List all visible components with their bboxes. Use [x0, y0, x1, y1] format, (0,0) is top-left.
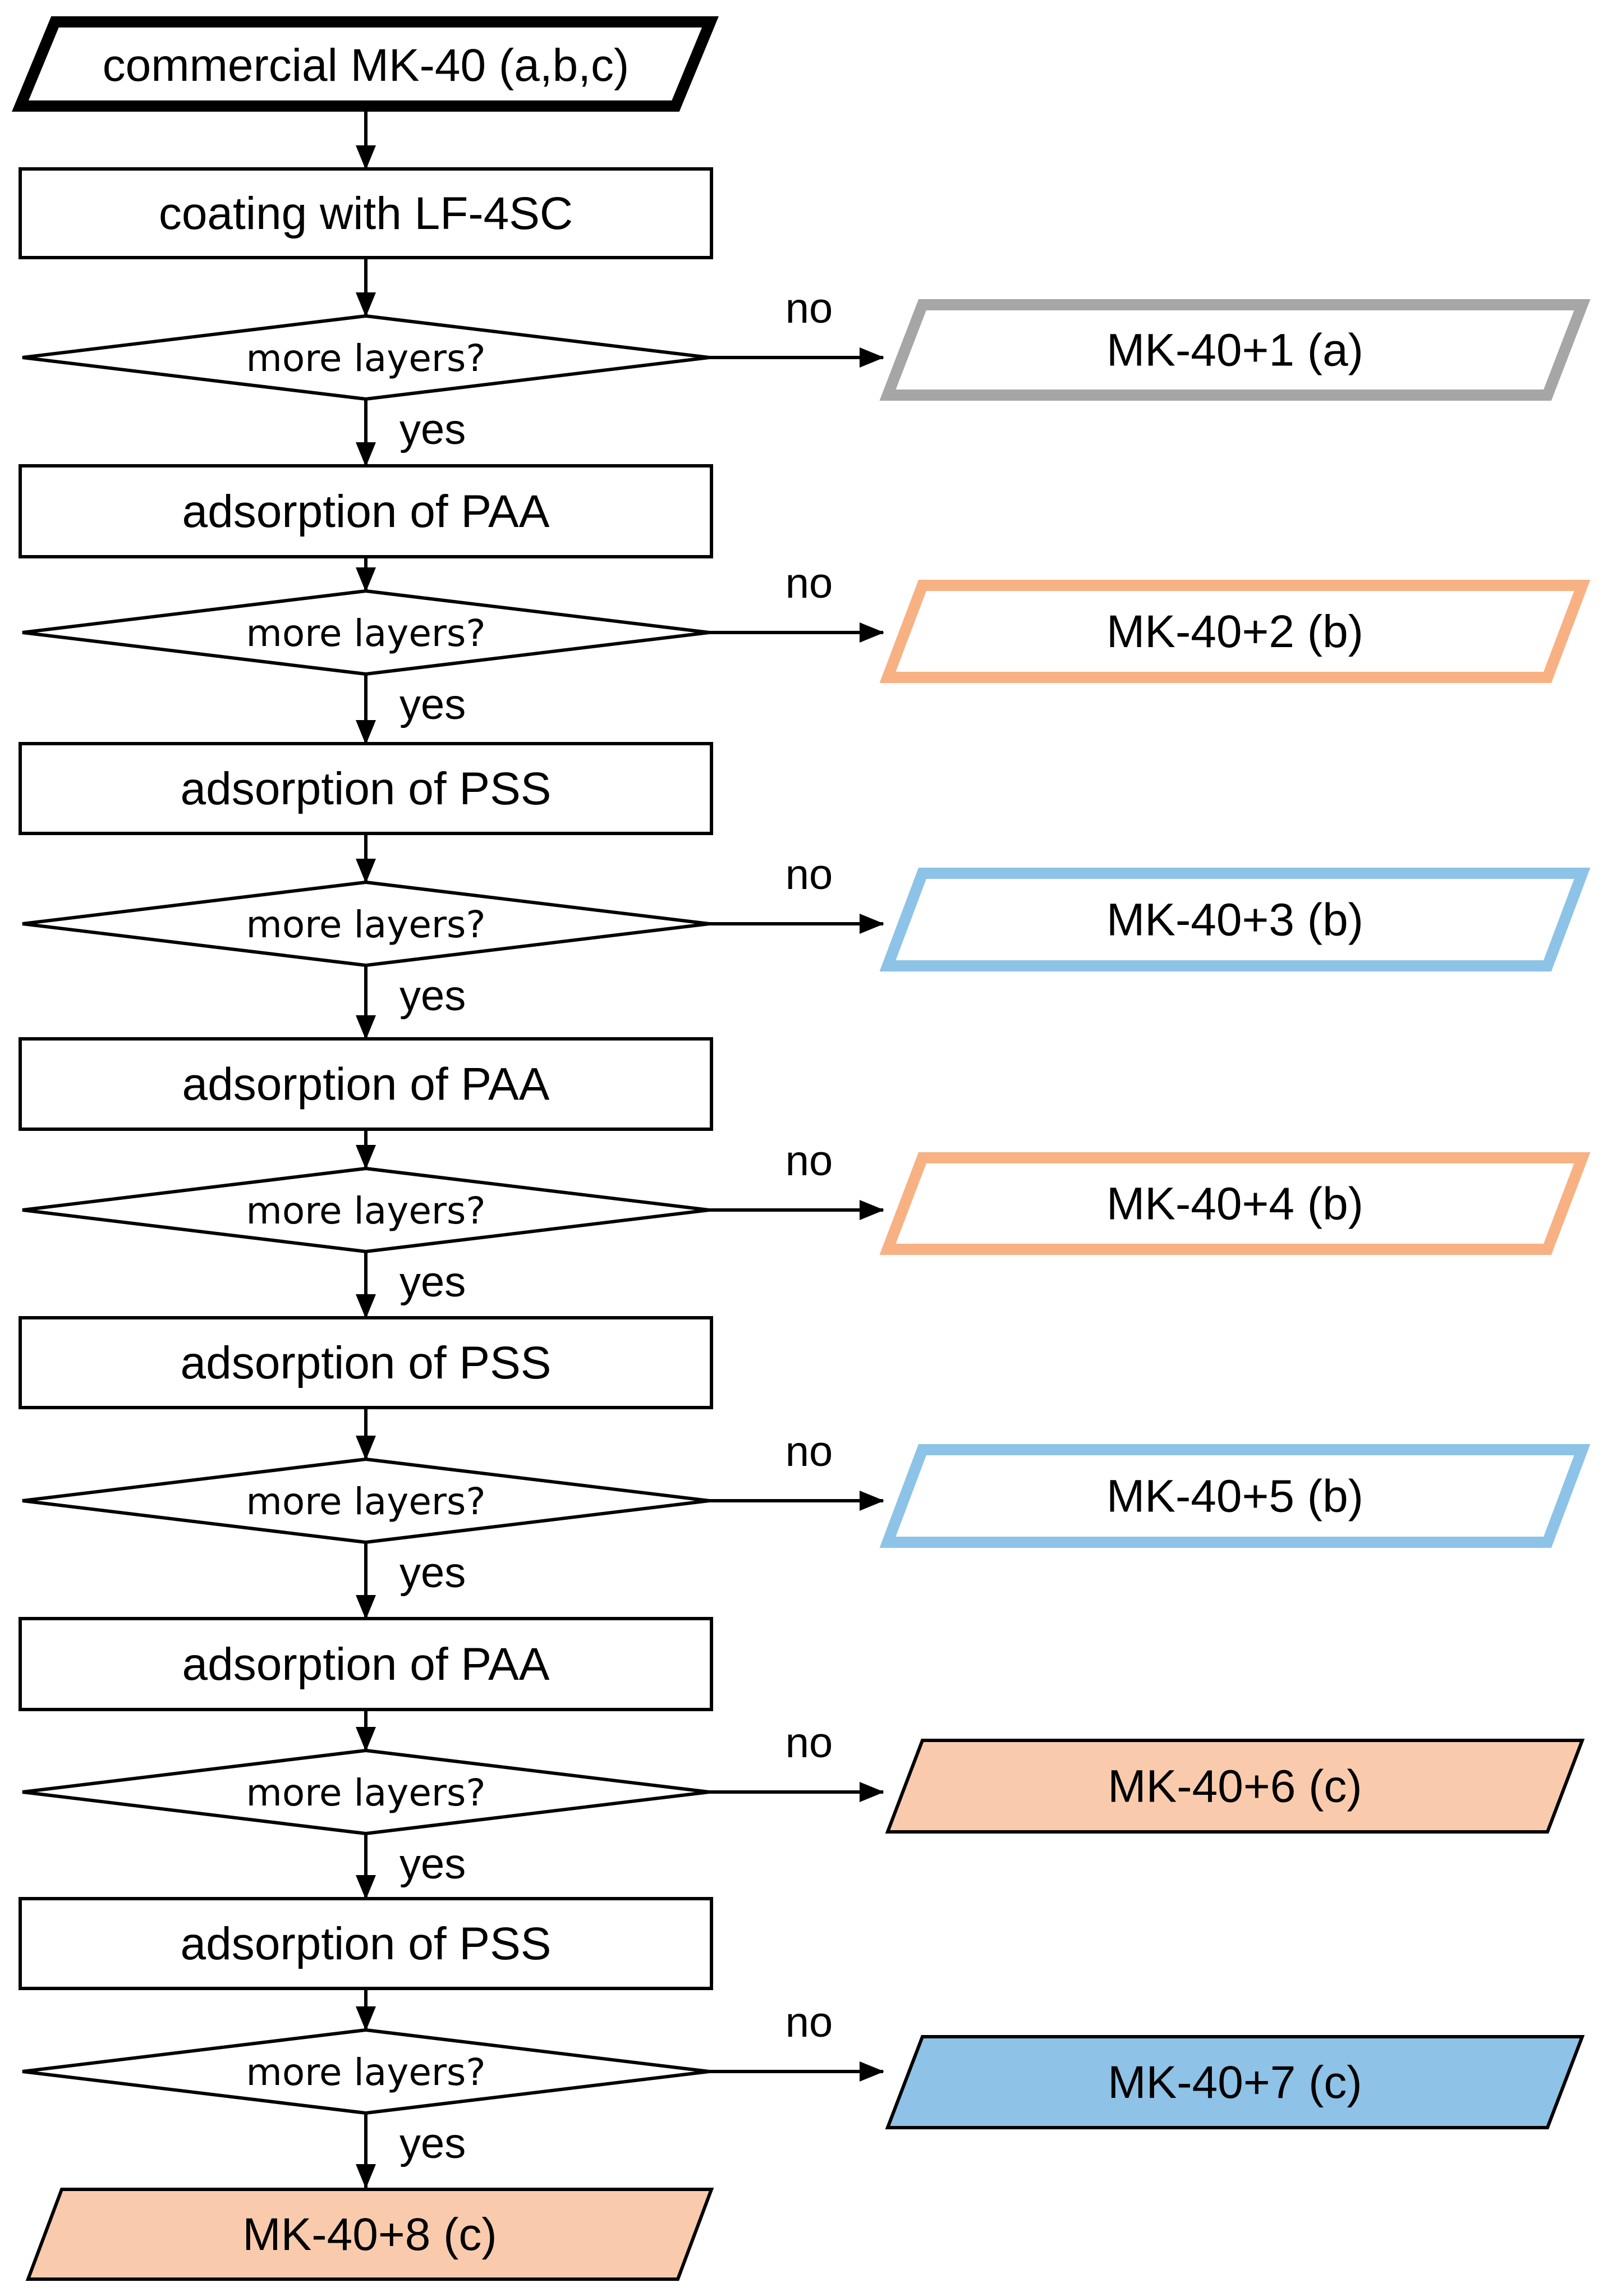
- no-label: no: [786, 285, 833, 332]
- decision-label: more layers?: [246, 1189, 486, 1232]
- decision-node: more layers?: [22, 1166, 710, 1254]
- decision-label: more layers?: [246, 903, 486, 946]
- final-output-parallelogram: [25, 2188, 714, 2281]
- process-step: adsorption of PAA: [19, 1037, 713, 1131]
- process-box: [19, 1316, 713, 1409]
- process-step: coating with LF-4SC: [19, 167, 713, 259]
- process-label: adsorption of PSS: [181, 763, 552, 814]
- no-label: no: [786, 560, 833, 607]
- output-node: MK-40+6 (c): [885, 1739, 1585, 1834]
- output-parallelogram: [879, 1152, 1591, 1255]
- process-box: [19, 167, 713, 259]
- start-label: commercial MK-40 (a,b,c): [103, 40, 630, 91]
- decision-label: more layers?: [246, 1771, 486, 1814]
- output-label: MK-40+1 (a): [1106, 325, 1363, 376]
- yes-label: yes: [399, 681, 466, 728]
- no-label: no: [786, 851, 833, 899]
- process-step: adsorption of PSS: [19, 1897, 713, 1990]
- output-node: MK-40+7 (c): [885, 2035, 1585, 2129]
- output-parallelogram: [879, 1444, 1591, 1548]
- decision-node: more layers?: [22, 1748, 710, 1836]
- decision-label: more layers?: [246, 337, 486, 380]
- no-label: no: [786, 1428, 833, 1475]
- start-node: commercial MK-40 (a,b,c): [12, 16, 719, 112]
- output-parallelogram: [879, 580, 1591, 683]
- yes-label: yes: [399, 406, 466, 453]
- decision-node: more layers?: [22, 880, 710, 968]
- output-node: MK-40+4 (b): [879, 1152, 1591, 1255]
- output-label: MK-40+2 (b): [1106, 606, 1363, 657]
- process-label: coating with LF-4SC: [159, 188, 573, 239]
- output-parallelogram: [879, 299, 1591, 401]
- output-parallelogram: [885, 2035, 1585, 2129]
- process-step: adsorption of PAA: [19, 1617, 713, 1711]
- yes-label: yes: [399, 1840, 466, 1888]
- output-parallelogram: [879, 868, 1591, 971]
- process-box: [19, 1897, 713, 1990]
- process-box: [19, 464, 713, 558]
- yes-label: yes: [399, 972, 466, 1020]
- no-label: no: [786, 1999, 833, 2046]
- process-label: adsorption of PAA: [182, 486, 550, 537]
- decision-node: more layers?: [22, 314, 710, 401]
- process-step: adsorption of PSS: [19, 1316, 713, 1409]
- output-label: MK-40+4 (b): [1106, 1179, 1363, 1230]
- final-output-label: MK-40+8 (c): [242, 2209, 497, 2260]
- yes-label: yes: [399, 1258, 466, 1306]
- yes-label: yes: [399, 1549, 466, 1597]
- process-label: adsorption of PSS: [181, 1918, 552, 1969]
- output-parallelogram: [885, 1739, 1585, 1834]
- yes-label: yes: [399, 2120, 466, 2167]
- output-label: MK-40+6 (c): [1108, 1761, 1362, 1812]
- process-label: adsorption of PAA: [182, 1059, 550, 1110]
- output-node: MK-40+2 (b): [879, 580, 1591, 683]
- process-box: [19, 1617, 713, 1711]
- no-label: no: [786, 1719, 833, 1767]
- output-node: MK-40+5 (b): [879, 1444, 1591, 1548]
- decision-node: more layers?: [22, 2028, 710, 2115]
- final-output-node: MK-40+8 (c): [25, 2188, 714, 2281]
- process-step: adsorption of PAA: [19, 464, 713, 558]
- process-label: adsorption of PSS: [181, 1337, 552, 1388]
- output-label: MK-40+7 (c): [1108, 2057, 1362, 2108]
- decision-node: more layers?: [22, 589, 710, 676]
- start-parallelogram: [12, 16, 719, 112]
- decision-label: more layers?: [246, 2051, 486, 2094]
- decision-label: more layers?: [246, 1480, 486, 1523]
- no-label: no: [786, 1137, 833, 1185]
- output-label: MK-40+5 (b): [1106, 1471, 1363, 1522]
- output-node: MK-40+3 (b): [879, 868, 1591, 971]
- process-step: adsorption of PSS: [19, 742, 713, 835]
- decision-label: more layers?: [246, 612, 486, 655]
- process-box: [19, 742, 713, 835]
- output-label: MK-40+3 (b): [1106, 895, 1363, 946]
- decision-node: more layers?: [22, 1457, 710, 1545]
- output-node: MK-40+1 (a): [879, 299, 1591, 401]
- process-label: adsorption of PAA: [182, 1639, 550, 1690]
